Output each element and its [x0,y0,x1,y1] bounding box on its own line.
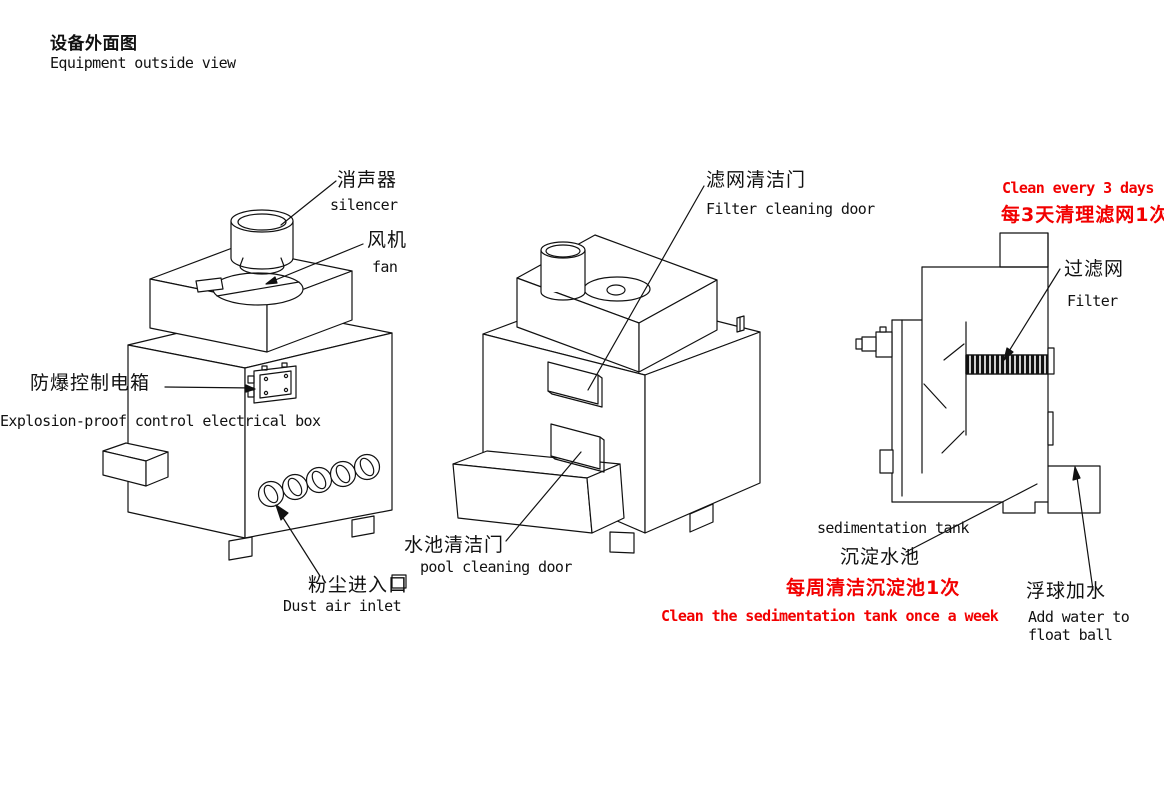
silencer-cylinder [230,209,294,275]
filter-arrowhead [1003,347,1014,361]
m1-step-platform [102,442,169,487]
clean-filter-notice-zh: 每3天清理滤网1次 [1001,204,1164,226]
sedimentation-step [1047,465,1101,514]
dust-inlet-label-zh: 粉尘进入口 [308,574,409,596]
float-ball-label-zh: 浮球加水 [1026,580,1107,602]
m3-section-marks [923,343,965,454]
dust-inlet-ports [257,453,381,508]
m1-foot-left [228,536,253,561]
m3-left-lower-tab [879,449,894,474]
filter-leader-line [1005,268,1061,357]
filter-cleaning-door-shape [547,361,603,408]
fan-label-en: fan [372,258,398,276]
silencer-leader-line [280,180,337,226]
float-ball-arrowhead [1072,466,1081,481]
machine-2-drawing [391,234,761,589]
filter-label-en: Filter [1067,292,1118,310]
m2-step-platform [452,450,625,534]
float-ball-label-en-line2: float ball [1028,626,1113,644]
pool-door-label-zh: 水池清洁门 [404,534,505,556]
pool-door-leader-line [505,451,582,542]
dust-inlet-label-en: Dust air inlet [283,597,402,615]
m3-right-cap-lower [1047,411,1054,446]
control-box-label-zh: 防爆控制电箱 [30,372,151,394]
control-box-leader-line [164,386,255,389]
leader-lines [164,180,1094,591]
filter-door-leader-line [587,185,705,391]
control-box-label-en: Explosion-proof control electrical box [0,412,321,430]
fan-scroll [195,272,304,306]
machine-1-drawing [102,209,393,561]
clean-tank-notice-zh: 每周清洁沉淀池1次 [786,577,961,599]
float-ball-leader-line [1075,469,1094,591]
m1-foot-right [351,515,375,538]
m2-fanbox-front-face [638,279,718,373]
m3-left-pipe-fitting [855,326,893,358]
page-title-zh: 设备外面图 [50,34,138,54]
m2-foot-mid [609,531,635,554]
sedimentation-tank-label-zh: 沉淀水池 [840,546,921,568]
control-box-arrowhead [245,384,256,393]
filter-label-zh: 过滤网 [1064,258,1125,280]
float-ball-label-en-line1: Add water to [1028,608,1130,626]
m3-chimney [999,232,1049,268]
m2-foot-right [689,503,714,533]
clean-filter-notice-en: Clean every 3 days [1002,179,1154,197]
silencer-label-zh: 消声器 [337,169,398,191]
m2-body-front-face [644,331,761,534]
filter-door-label-en: Filter cleaning door [706,200,875,218]
m3-right-cap-upper [1047,347,1055,375]
filter-door-label-zh: 滤网清洁门 [706,169,807,191]
dust-inlet-arrowhead [275,504,289,521]
fan-leader-line [267,243,364,284]
fan-label-zh: 风机 [367,229,408,251]
m1-fanbox-front-face [266,270,353,353]
m2-cylinder [540,241,586,301]
machine-3-drawing [855,232,1101,514]
page-title-en: Equipment outside view [50,54,236,72]
sedimentation-leader-line [905,483,1038,553]
silencer-label-en: silencer [330,196,398,214]
fan-arrowhead [265,276,278,285]
m3-bottom-edge [891,501,1049,514]
m1-body-front-face [244,332,393,539]
clean-tank-notice-en: Clean the sedimentation tank once a week [661,607,999,625]
dust-inlet-leader-line [279,512,321,577]
sedimentation-tank-label-en: sedimentation tank [817,519,969,537]
pool-cleaning-door-shape [550,423,605,473]
pool-door-label-en: pool cleaning door [420,558,572,576]
m2-foot-left [391,574,407,589]
control-box [247,362,297,404]
m2-right-tab [736,315,745,333]
